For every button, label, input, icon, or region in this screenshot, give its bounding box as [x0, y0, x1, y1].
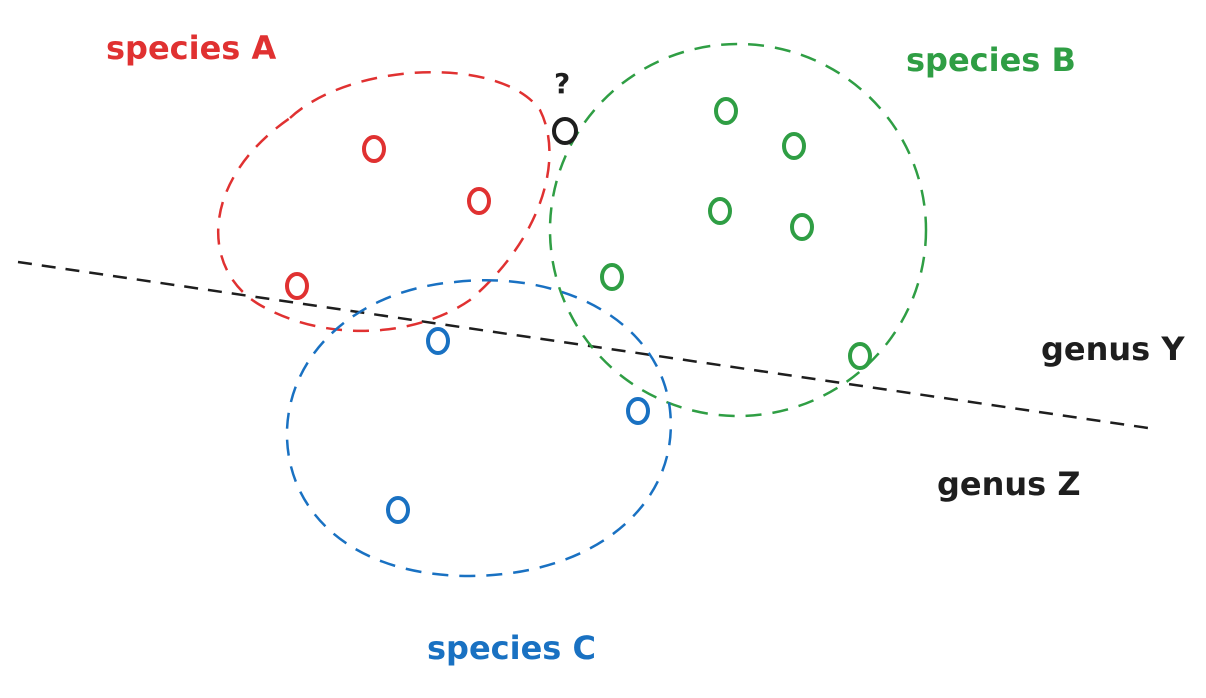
species-a-cluster: [217, 71, 551, 333]
species-c-point[interactable]: [626, 397, 650, 425]
species-a-point[interactable]: [362, 135, 386, 163]
species-b-label: species B: [906, 41, 1076, 79]
species-a-label: species A: [106, 29, 277, 67]
species-b-point[interactable]: [714, 97, 738, 125]
species-b-cluster: [548, 42, 928, 418]
species-b-points: [600, 97, 872, 370]
unknown-point[interactable]: [552, 117, 578, 145]
species-b-point[interactable]: [600, 263, 624, 291]
species-c-label: species C: [427, 629, 596, 667]
species-c-cluster: [285, 279, 673, 578]
genus-y-label: genus Y: [1041, 330, 1185, 368]
species-b-point[interactable]: [708, 197, 732, 225]
species-b-point[interactable]: [790, 213, 814, 241]
species-b-point[interactable]: [848, 342, 872, 370]
species-c-point[interactable]: [426, 327, 450, 355]
genus-z-label: genus Z: [937, 465, 1081, 503]
genus-boundary-line: [17, 260, 1149, 430]
species-b-point[interactable]: [782, 132, 806, 160]
species-a-points: [285, 135, 491, 300]
species-c-point[interactable]: [386, 496, 410, 524]
species-a-point[interactable]: [285, 272, 309, 300]
unknown-question-mark: ?: [554, 67, 571, 100]
species-c-points: [386, 327, 650, 524]
species-a-point[interactable]: [467, 187, 491, 215]
